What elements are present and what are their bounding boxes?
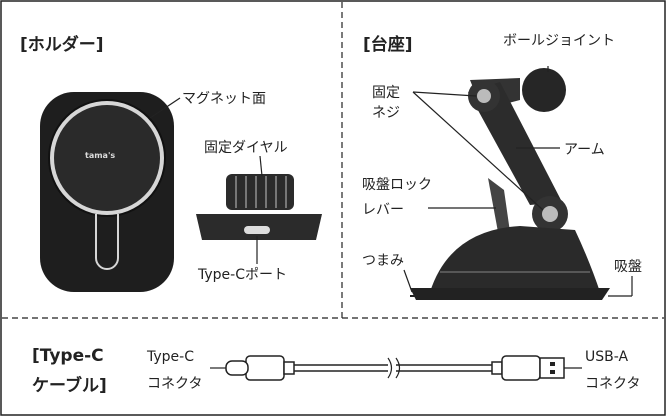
label-typec-port: Type-Cポート — [198, 267, 287, 283]
label-lock-lever-2: レバー — [362, 202, 404, 218]
label-usba-connector-2: コネクタ — [585, 376, 641, 392]
brand-logo-text: tama's — [85, 151, 116, 160]
holder-illustration — [40, 92, 174, 292]
label-ball-joint: ボールジョイント — [503, 33, 615, 49]
suction-cup-base — [410, 288, 610, 300]
leader-dial — [259, 155, 263, 177]
label-fixing-dial: 固定ダイヤル — [204, 140, 288, 156]
leader-screw-1 — [412, 91, 477, 97]
stand-illustration — [410, 68, 610, 300]
suction-dome — [430, 226, 600, 292]
usba-connector-housing — [501, 355, 541, 381]
stand-title: [台座] — [363, 35, 413, 55]
label-fixing-screw-2: ネジ — [372, 105, 400, 121]
ball-joint — [522, 68, 566, 112]
leader-screw-2 — [412, 91, 544, 211]
upper-screw — [477, 89, 491, 103]
cable-title-1: [Type-C — [32, 346, 104, 366]
typec-plug — [225, 360, 249, 376]
leader-knob — [403, 269, 413, 293]
lower-screw — [542, 206, 558, 222]
arm-body — [468, 82, 562, 205]
label-fixing-screw-1: 固定 — [372, 85, 400, 101]
magnet-face — [54, 105, 160, 211]
holder-title: [ホルダー] — [20, 35, 104, 55]
usba-plug — [539, 357, 565, 379]
lock-lever — [488, 178, 510, 232]
label-magnet-face: マグネット面 — [182, 91, 266, 107]
label-suction-cup: 吸盤 — [614, 259, 642, 275]
magnet-tail — [95, 214, 119, 270]
cable-illustration — [225, 355, 565, 381]
label-lock-lever-1: 吸盤ロック — [362, 177, 432, 193]
typec-connector-housing — [245, 355, 285, 381]
leader-magnet — [149, 97, 181, 119]
label-knob: つまみ — [362, 253, 404, 269]
label-arm: アーム — [564, 142, 605, 158]
label-typec-connector-2: コネクタ — [147, 376, 203, 392]
label-typec-connector-1: Type-C — [147, 349, 194, 365]
label-usba-connector-1: USB-A — [585, 349, 629, 365]
typec-port-icon — [244, 226, 270, 234]
dial-illustration — [196, 174, 322, 240]
cable-title-2: ケーブル] — [32, 376, 107, 396]
